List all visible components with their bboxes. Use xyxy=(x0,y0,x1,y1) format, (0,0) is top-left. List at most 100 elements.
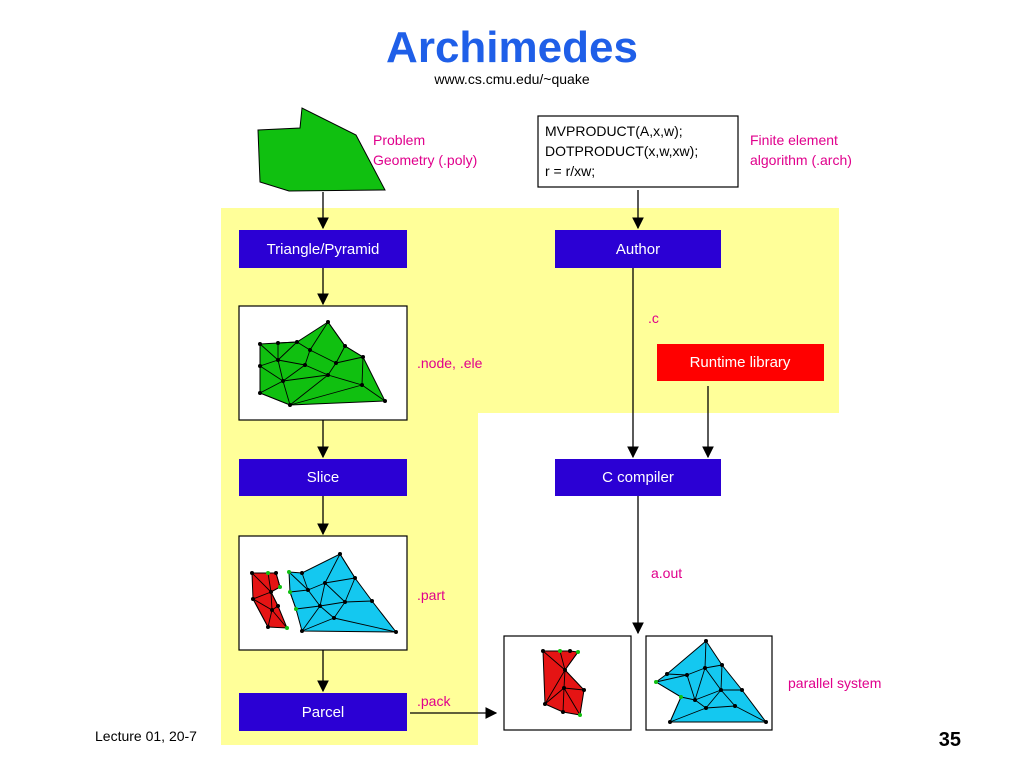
green-mesh-edge xyxy=(259,380,284,394)
slice-label: Slice xyxy=(307,469,340,486)
page-number: 35 xyxy=(939,729,961,751)
cyan-parallel-edge xyxy=(704,667,722,691)
cyan-partition-node xyxy=(287,570,291,574)
green-mesh-edge xyxy=(277,359,284,382)
cyan-partition-edge xyxy=(344,577,356,603)
red-parallel-node xyxy=(576,650,580,654)
green-mesh-edge xyxy=(327,374,363,386)
c-compiler-label: C compiler xyxy=(602,469,674,486)
green-mesh-node xyxy=(383,399,387,403)
cyan-partition-node xyxy=(343,600,347,604)
red-partition-node xyxy=(269,590,273,594)
cyan-partition-node xyxy=(300,571,304,575)
red-parallel-node xyxy=(561,710,565,714)
cyan-parallel-edge xyxy=(686,674,696,701)
fem-label-line1: Finite element xyxy=(750,132,838,148)
partitioned-mesh xyxy=(250,552,398,634)
cyan-partition-edge xyxy=(307,589,321,607)
cyan-parallel-node xyxy=(685,673,689,677)
green-mesh-node xyxy=(308,348,312,352)
edge-label-parallel: parallel system xyxy=(788,675,881,691)
cyan-parallel-edge xyxy=(734,705,767,723)
cyan-parallel-node xyxy=(703,666,707,670)
green-mesh-node xyxy=(343,344,347,348)
cyan-parallel-edge xyxy=(720,689,736,707)
green-mesh-node xyxy=(258,391,262,395)
red-parallel-edge xyxy=(563,669,566,689)
cyan-partition-node xyxy=(300,629,304,633)
red-partition-edge xyxy=(275,572,281,588)
green-mesh-edge xyxy=(282,380,291,406)
green-mesh-edge xyxy=(277,359,306,366)
green-mesh-edge xyxy=(289,374,329,406)
cyan-parallel-node xyxy=(719,688,723,692)
green-mesh-node xyxy=(288,403,292,407)
cyan-partition-node xyxy=(318,604,322,608)
green-mesh-edge xyxy=(277,341,298,361)
green-mesh-edge xyxy=(335,345,346,364)
cyan-partition-node xyxy=(306,588,310,592)
red-partition-edge xyxy=(252,598,269,628)
green-mesh-node xyxy=(326,320,330,324)
green-mesh-node xyxy=(276,341,280,345)
green-mesh-edge xyxy=(282,374,329,382)
red-partition-edge xyxy=(267,572,272,593)
red-parallel-edge xyxy=(559,650,566,671)
red-partition-node xyxy=(266,625,270,629)
edge-label-pack: .pack xyxy=(417,693,451,709)
cyan-partition-node xyxy=(370,599,374,603)
edge-label-node-ele: .node, .ele xyxy=(417,355,483,371)
cyan-partition-edge xyxy=(301,572,309,591)
cyan-partition-edge xyxy=(339,553,356,579)
green-mesh-node xyxy=(258,342,262,346)
red-partition-node xyxy=(270,608,274,612)
green-mesh-edge xyxy=(327,321,346,347)
triangle-pyramid-box xyxy=(239,230,407,268)
green-mesh-node xyxy=(258,364,262,368)
cyan-parallel-edge xyxy=(705,689,722,709)
cyan-partition-node xyxy=(338,552,342,556)
cyan-parallel-edge xyxy=(669,707,707,723)
red-parallel-edge xyxy=(564,669,585,691)
green-mesh-edge xyxy=(304,364,329,376)
page-subtitle: www.cs.cmu.edu/~quake xyxy=(433,71,589,87)
green-mesh-node xyxy=(360,383,364,387)
red-parallel-node xyxy=(543,702,547,706)
green-mesh-edge xyxy=(296,341,311,351)
green-mesh-node xyxy=(276,358,280,362)
red-parallel-node xyxy=(582,688,586,692)
problem-label-line2: Geometry (.poly) xyxy=(373,152,477,168)
cyan-parallel-node xyxy=(720,663,724,667)
cyan-partition-edge xyxy=(307,582,326,591)
green-mesh-edge xyxy=(309,349,337,364)
red-partition-edge xyxy=(252,591,272,600)
green-mesh-edge xyxy=(344,345,364,358)
cyan-partition-edge xyxy=(333,601,346,619)
edge-label-aout: a.out xyxy=(651,565,682,581)
cyan-partition-edge xyxy=(319,582,326,607)
green-mesh-edge xyxy=(259,359,279,367)
cyan-parallel-node xyxy=(654,680,658,684)
cyan-partition-node xyxy=(323,581,327,585)
red-parallel-edge xyxy=(563,687,581,716)
runtime-library-label: Runtime library xyxy=(690,354,791,371)
code-box xyxy=(537,115,739,188)
red-parallel-edge xyxy=(562,687,565,713)
cyan-parallel-edge xyxy=(694,689,722,701)
cyan-partition-node xyxy=(332,616,336,620)
cyan-partition-edge xyxy=(289,589,309,593)
cyan-partition-edge xyxy=(324,582,346,603)
cyan-parallel-edge xyxy=(704,664,723,669)
cyan-parallel-edge xyxy=(720,664,723,691)
parallel-system-meshes xyxy=(541,639,768,724)
red-partition-node xyxy=(276,604,280,608)
green-mesh-edge xyxy=(259,343,279,361)
red-parallel-node xyxy=(568,649,572,653)
edge-label-c: .c xyxy=(648,310,659,326)
parcel-box xyxy=(239,693,407,731)
red-partition-edge xyxy=(251,572,272,593)
cyan-partition-edge xyxy=(319,601,346,607)
code-line-2: DOTPRODUCT(x,w,xw); xyxy=(545,143,698,159)
cyan-parallel-edge xyxy=(705,705,736,709)
